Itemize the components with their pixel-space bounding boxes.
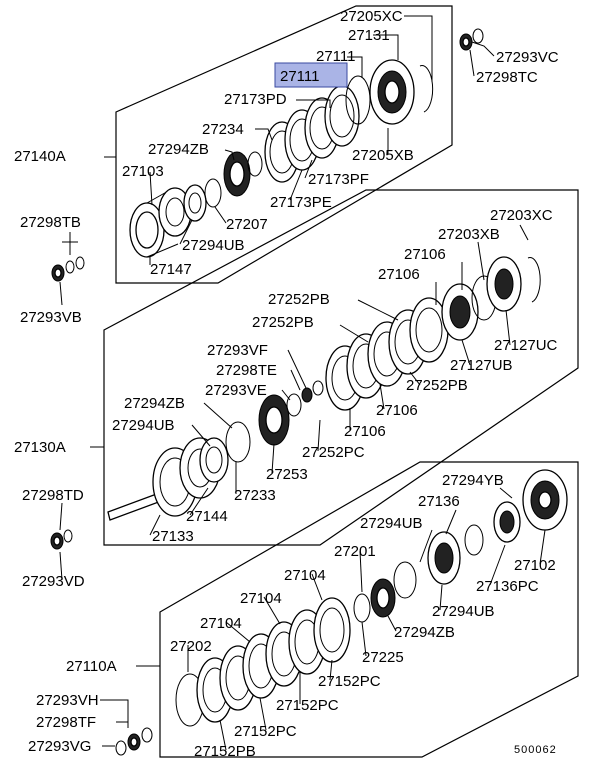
label-27293VD: 27293VD xyxy=(22,573,85,590)
highlighted-part-box xyxy=(274,62,348,88)
label-27131: 27131 xyxy=(348,27,390,44)
label-27173PE: 27173PE xyxy=(270,194,332,211)
label-27233: 27233 xyxy=(234,487,276,504)
lower-group-panel xyxy=(159,461,579,758)
label-27294UB-lower-b: 27294UB xyxy=(432,603,495,620)
lower-loose-parts xyxy=(115,727,153,756)
label-27252PB-b: 27252PB xyxy=(252,314,314,331)
label-27293VC: 27293VC xyxy=(496,49,559,66)
label-27203XB: 27203XB xyxy=(438,226,500,243)
middle-loose-parts xyxy=(50,529,73,550)
label-27294ZB-upper: 27294ZB xyxy=(148,141,209,158)
label-27152PB: 27152PB xyxy=(194,743,256,760)
upper-group-parts xyxy=(129,59,434,258)
group-label-27130A: 27130A xyxy=(14,439,66,456)
middle-group-parts xyxy=(107,256,541,521)
label-27147: 27147 xyxy=(150,261,192,278)
label-27252PB-c: 27252PB xyxy=(406,377,468,394)
label-27293VE: 27293VE xyxy=(205,382,267,399)
label-27293VF: 27293VF xyxy=(207,342,268,359)
label-27298TE: 27298TE xyxy=(216,362,277,379)
label-27111: 27111 xyxy=(316,48,356,65)
label-27203XC: 27203XC xyxy=(490,207,553,224)
label-27293VH: 27293VH xyxy=(36,692,99,709)
lower-group-parts xyxy=(175,469,568,727)
label-27102: 27102 xyxy=(514,557,556,574)
label-27127UB: 27127UB xyxy=(450,357,513,374)
label-27252PB-a: 27252PB xyxy=(268,291,330,308)
document-id: 500062 xyxy=(514,744,557,756)
label-27201: 27201 xyxy=(334,543,376,560)
label-27205XB: 27205XB xyxy=(352,147,414,164)
label-27294YB: 27294YB xyxy=(442,472,504,489)
part-labels: 27205XC 27131 27111 27111 27173PD 27234 … xyxy=(14,8,559,760)
middle-group-panel xyxy=(103,189,579,546)
label-27127UC: 27127UC xyxy=(494,337,558,354)
label-27298TF: 27298TF xyxy=(36,714,96,731)
label-27103: 27103 xyxy=(122,163,164,180)
leader-lines xyxy=(59,15,546,751)
label-27106-d: 27106 xyxy=(344,423,386,440)
label-27133: 27133 xyxy=(152,528,194,545)
label-27298TB: 27298TB xyxy=(20,214,81,231)
label-27294ZB-middle: 27294ZB xyxy=(124,395,185,412)
label-27293VB: 27293VB xyxy=(20,309,82,326)
label-27205XC: 27205XC xyxy=(340,8,403,25)
label-27294ZB-lower: 27294ZB xyxy=(394,624,455,641)
label-27298TC: 27298TC xyxy=(476,69,538,86)
label-27104-b: 27104 xyxy=(240,590,282,607)
label-27106-a: 27106 xyxy=(404,246,446,263)
label-27152PC-c: 27152PC xyxy=(234,723,297,740)
label-27104-c: 27104 xyxy=(200,615,242,632)
label-27152PC-b: 27152PC xyxy=(276,697,339,714)
label-27298TD: 27298TD xyxy=(22,487,84,504)
label-27111-highlighted: 27111 xyxy=(280,68,320,85)
group-label-27110A: 27110A xyxy=(66,658,117,675)
label-27106-c: 27106 xyxy=(376,402,418,419)
label-27294UB-lower-a: 27294UB xyxy=(360,515,423,532)
label-27152PC-a: 27152PC xyxy=(318,673,381,690)
label-27136PC: 27136PC xyxy=(476,578,539,595)
label-27294UB-upper: 27294UB xyxy=(182,237,245,254)
label-27234: 27234 xyxy=(202,121,244,138)
label-27136: 27136 xyxy=(418,493,460,510)
group-label-27140A: 27140A xyxy=(14,148,66,165)
label-27173PF: 27173PF xyxy=(308,171,369,188)
upper-group-panel xyxy=(115,5,453,284)
label-27293VG: 27293VG xyxy=(28,738,91,755)
label-27106-b: 27106 xyxy=(378,266,420,283)
label-27252PC-a: 27252PC xyxy=(302,444,365,461)
label-27294UB-middle: 27294UB xyxy=(112,417,175,434)
label-27173PD: 27173PD xyxy=(224,91,287,108)
label-27207: 27207 xyxy=(226,216,268,233)
label-27253: 27253 xyxy=(266,466,308,483)
upper-loose-parts xyxy=(51,28,484,282)
label-27202: 27202 xyxy=(170,638,212,655)
label-27104-a: 27104 xyxy=(284,567,326,584)
label-27225: 27225 xyxy=(362,649,404,666)
label-27144: 27144 xyxy=(186,508,228,525)
